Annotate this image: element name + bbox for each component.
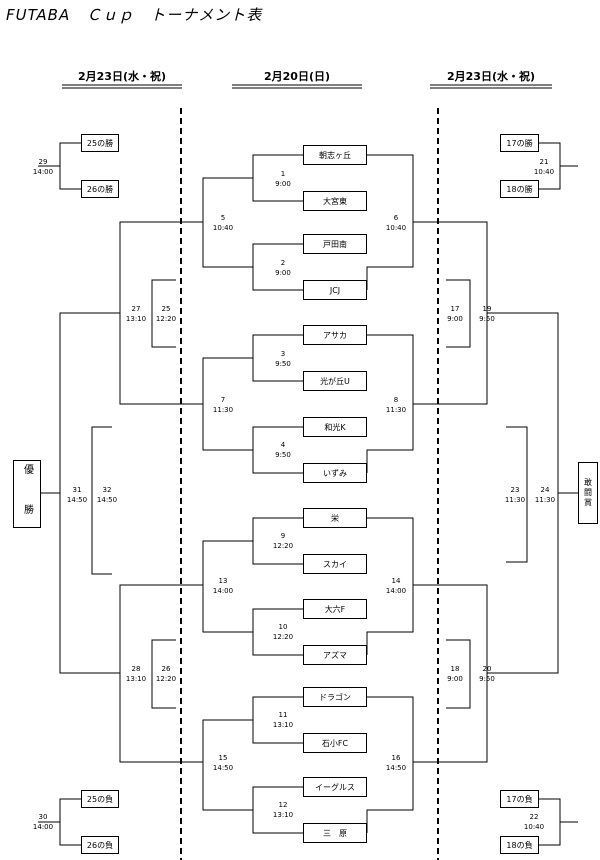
team-box: 戸田南 [303, 234, 367, 254]
team-box: アズマ [303, 645, 367, 665]
header-left-date: 2月23日(水・祝) [77, 70, 167, 83]
result-box: 17の勝 [500, 134, 539, 152]
team-box: 朝志ヶ丘 [303, 145, 367, 165]
champion-box: 優 勝 [13, 460, 41, 528]
team-box: アサカ [303, 325, 367, 345]
result-box: 26の負 [81, 836, 119, 854]
team-box: JCJ [303, 280, 367, 300]
team-box: 三 原 [303, 823, 367, 843]
team-box: 和光K [303, 417, 367, 437]
header-center-date: 2月20日(日) [263, 70, 331, 83]
result-box: 25の負 [81, 790, 119, 808]
result-box: 18の勝 [500, 180, 539, 198]
header-right-date: 2月23日(水・祝) [446, 70, 536, 83]
team-box: いずみ [303, 463, 367, 483]
result-box: 26の勝 [81, 180, 119, 198]
team-box: 栄 [303, 508, 367, 528]
team-box: 石小FC [303, 733, 367, 753]
team-box: ドラゴン [303, 687, 367, 707]
result-box: 18の負 [500, 836, 539, 854]
result-box: 17の負 [500, 790, 539, 808]
team-box: スカイ [303, 554, 367, 574]
team-box: イーグルス [303, 777, 367, 797]
consolation-box: 敢闘賞 [578, 462, 598, 524]
champion-label: 優 勝 [21, 464, 33, 524]
page-title: FUTABA Ｃｕｐ トーナメント表 [6, 6, 263, 24]
team-box: 大六F [303, 599, 367, 619]
team-box: 大宮東 [303, 191, 367, 211]
result-box: 25の勝 [81, 134, 119, 152]
consolation-label: 敢闘賞 [583, 478, 593, 508]
team-box: 光が丘U [303, 371, 367, 391]
